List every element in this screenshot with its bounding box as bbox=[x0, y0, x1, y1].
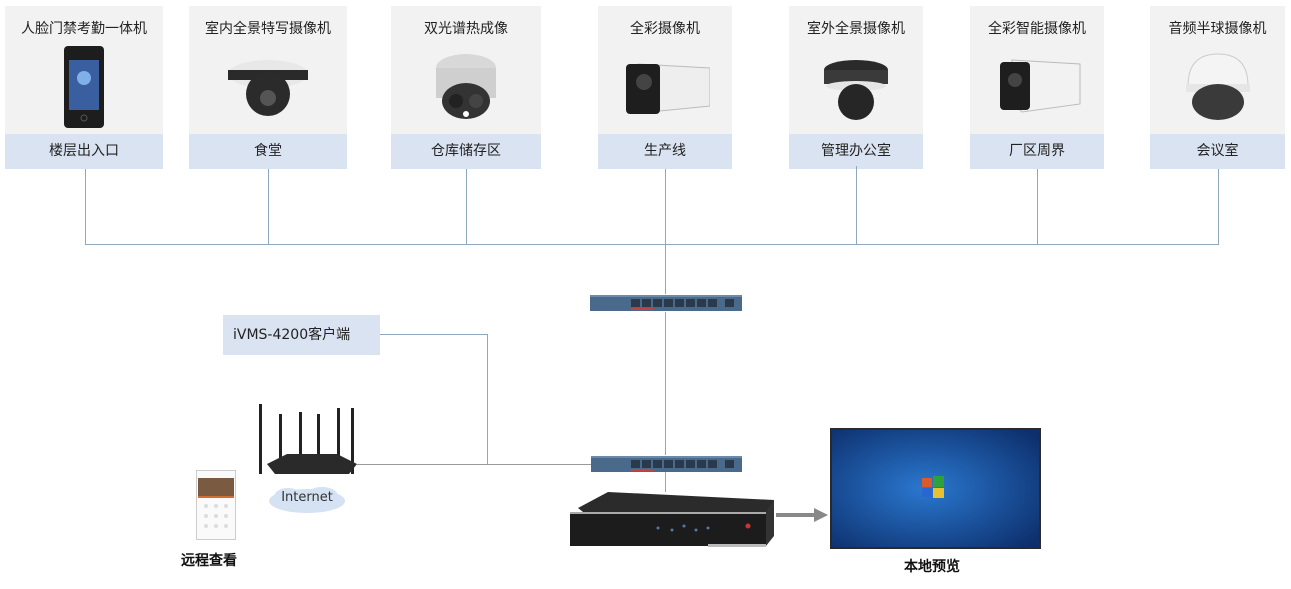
device-name: 双光谱热成像 bbox=[424, 21, 508, 37]
router-link bbox=[357, 464, 592, 465]
thermal-turret-camera-icon bbox=[421, 46, 511, 128]
drop-line-6 bbox=[1037, 169, 1038, 245]
device-name: 室内全景特写摄像机 bbox=[205, 21, 331, 37]
device-name: 音频半球摄像机 bbox=[1168, 21, 1267, 37]
device-name: 全彩摄像机 bbox=[630, 21, 700, 37]
device-card-indoor-panoramic: 室内全景特写摄像机 食堂 bbox=[189, 6, 347, 169]
client-link-horizontal bbox=[380, 334, 488, 335]
device-card-smart-fullcolor: 全彩智能摄像机 厂区周界 bbox=[970, 6, 1104, 169]
device-location: 食堂 bbox=[189, 134, 347, 169]
internet-cloud: Internet bbox=[266, 485, 348, 515]
poe-switch-lower bbox=[591, 455, 742, 473]
device-name: 室外全景摄像机 bbox=[807, 21, 905, 37]
wireless-router-icon bbox=[257, 402, 357, 484]
windows-logo-icon bbox=[922, 476, 944, 498]
remote-view-label: 远程查看 bbox=[181, 553, 237, 569]
bullet-camera-icon bbox=[620, 46, 710, 128]
device-card-outdoor-panoramic: 室外全景摄像机 管理办公室 bbox=[789, 6, 923, 169]
device-location: 管理办公室 bbox=[789, 134, 923, 169]
bus-line bbox=[85, 244, 1219, 245]
device-card-fullcolor: 全彩摄像机 生产线 bbox=[598, 6, 732, 169]
trunk-line-bottom bbox=[665, 472, 666, 492]
device-card-face-terminal: 人脸门禁考勤一体机 楼层出入口 bbox=[5, 6, 163, 169]
smart-bullet-camera-icon bbox=[992, 46, 1082, 128]
trunk-line-mid bbox=[665, 312, 666, 455]
trunk-line-top bbox=[665, 244, 666, 294]
drop-line-7 bbox=[1218, 169, 1219, 245]
face-terminal-icon bbox=[39, 46, 129, 128]
output-arrow-icon bbox=[776, 508, 828, 522]
drop-line-2 bbox=[268, 169, 269, 245]
audio-dome-camera-icon bbox=[1173, 46, 1263, 128]
drop-line-3 bbox=[466, 169, 467, 245]
monitor-display bbox=[830, 428, 1041, 549]
device-name: 全彩智能摄像机 bbox=[988, 21, 1086, 37]
device-card-thermal: 双光谱热成像 仓库储存区 bbox=[391, 6, 541, 169]
ivms-client-label: iVMS-4200客户端 bbox=[223, 315, 380, 355]
drop-line-1 bbox=[85, 169, 86, 245]
internet-label: Internet bbox=[281, 490, 333, 505]
poe-switch-upper bbox=[590, 294, 742, 312]
smartphone-icon bbox=[196, 470, 236, 540]
drop-line-5 bbox=[856, 166, 857, 245]
device-name: 人脸门禁考勤一体机 bbox=[21, 21, 147, 37]
local-preview-label: 本地预览 bbox=[904, 559, 960, 575]
device-location: 会议室 bbox=[1150, 134, 1285, 169]
client-link-vertical bbox=[487, 334, 488, 464]
device-card-audio-dome: 音频半球摄像机 会议室 bbox=[1150, 6, 1285, 169]
device-location: 仓库储存区 bbox=[391, 134, 541, 169]
device-location: 楼层出入口 bbox=[5, 134, 163, 169]
device-location: 厂区周界 bbox=[970, 134, 1104, 169]
drop-line-4 bbox=[665, 169, 666, 245]
panoramic-dome-camera-icon bbox=[223, 46, 313, 128]
device-location: 生产线 bbox=[598, 134, 732, 169]
outdoor-panoramic-camera-icon bbox=[811, 46, 901, 128]
nvr-recorder-icon bbox=[568, 492, 774, 550]
